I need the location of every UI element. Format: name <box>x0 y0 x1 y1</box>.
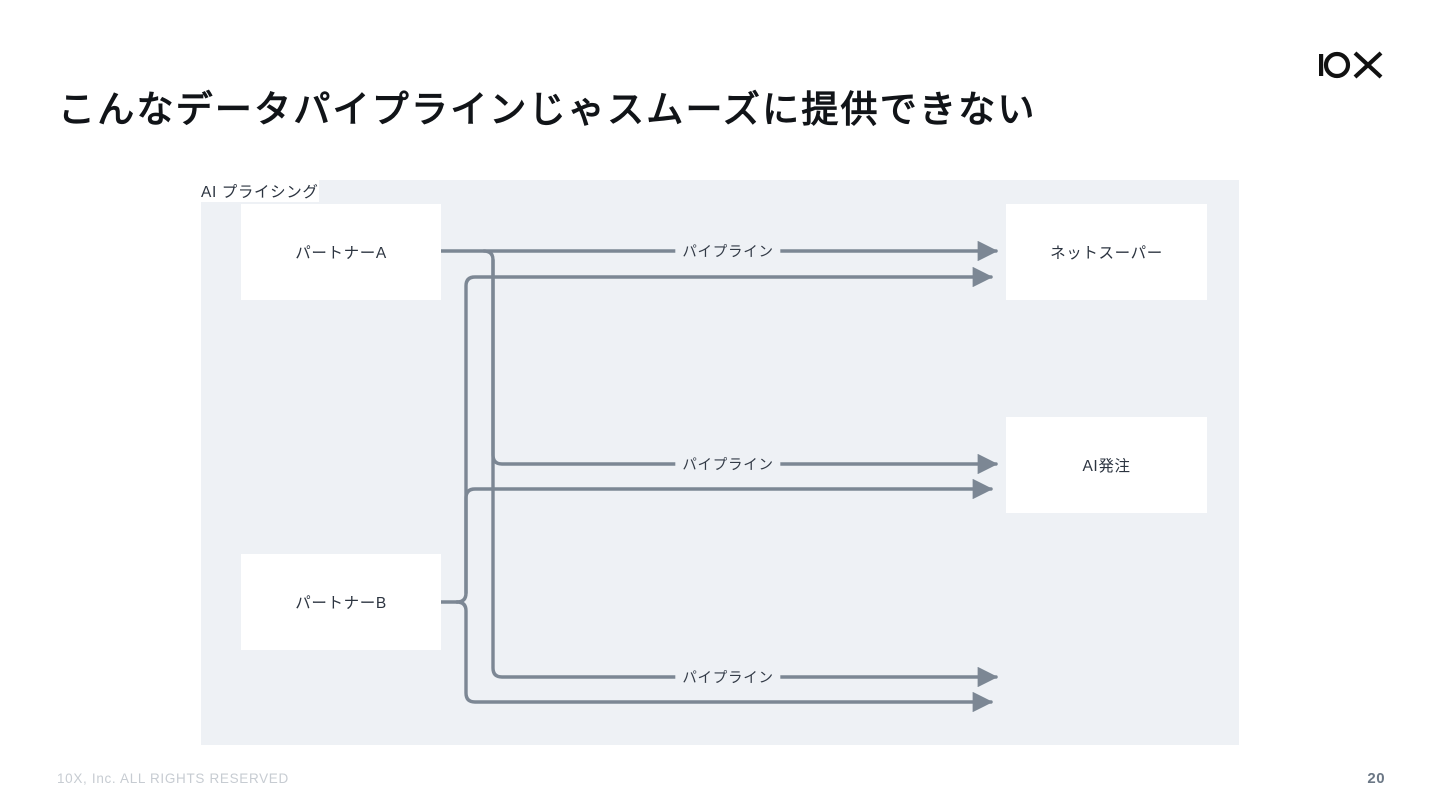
edge-label-pipeline-ai-pricing: パイプライン <box>675 666 781 688</box>
edge-partner-b-ai-order <box>464 478 994 595</box>
footer-copyright: 10X, Inc. ALL RIGHTS RESERVED <box>57 771 289 786</box>
page-number: 20 <box>1367 770 1385 787</box>
node-ai-order[interactable]: AI発注 <box>1006 417 1207 513</box>
edge-label-pipeline-ai-order: パイプライン <box>675 453 781 475</box>
edge-partner-a-ai-pricing <box>491 258 999 688</box>
diagram-panel: パートナーA パートナーB ネットスーパー AI発注 AI プライシング パイプ… <box>201 180 1239 745</box>
page-title: こんなデータパイプラインじゃスムーズに提供できない <box>58 89 1037 130</box>
node-partner-b[interactable]: パートナーB <box>241 554 441 650</box>
edge-label-pipeline-netsuper: パイプライン <box>675 240 781 262</box>
node-ai-pricing[interactable]: AI プライシング <box>201 180 319 202</box>
node-partner-a[interactable]: パートナーA <box>241 204 441 300</box>
connector-lines <box>439 240 999 713</box>
node-netsuper[interactable]: ネットスーパー <box>1006 204 1207 300</box>
company-logo-10x <box>1317 48 1385 82</box>
edge-partner-b-netsuper <box>455 266 994 604</box>
edge-partner-a-ai-order <box>482 249 999 475</box>
edge-partner-b-ai-pricing <box>455 600 994 713</box>
